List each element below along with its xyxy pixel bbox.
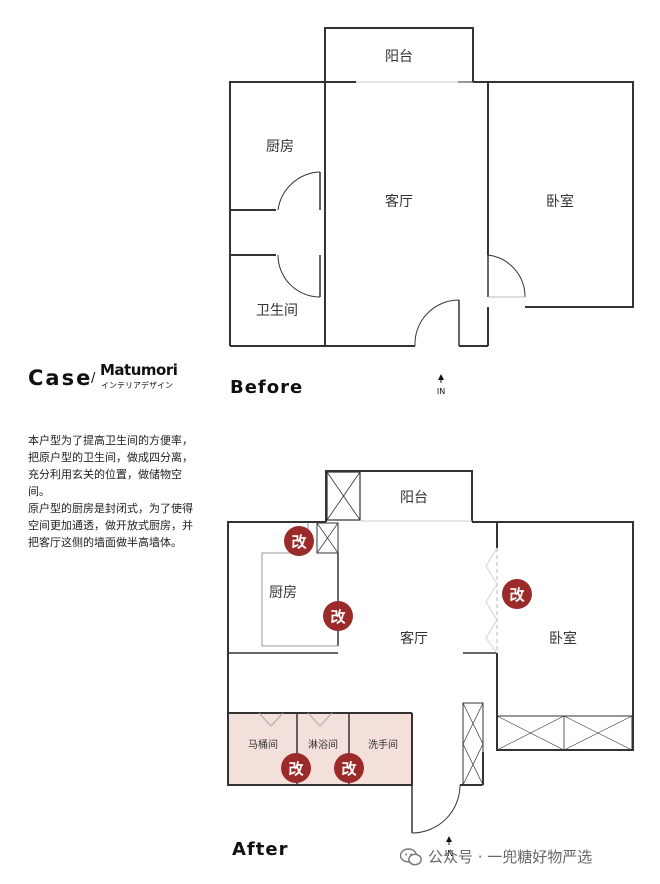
after-wardrobe-cross [496, 715, 565, 751]
change-badge-circle [334, 753, 364, 783]
after-entrance-door-swing [411, 784, 461, 834]
description-paragraph: 原户型的厨房是封闭式，为了使得空间更加通透，做开放式厨房，并把客厅这侧的墙面做半… [28, 502, 193, 549]
before-kitchen-label: 厨房 [266, 139, 294, 155]
before-kitchen-door-swing [277, 171, 321, 211]
after-entrance-arrow-icon [446, 836, 452, 842]
after-entrance-marker: IN [445, 836, 453, 858]
before-bedroom-label: 卧室 [546, 193, 574, 210]
change-badge-text: 改 [330, 608, 346, 626]
before-balcony-label: 阳台 [385, 49, 413, 65]
after-toilet-door [258, 712, 284, 727]
change-badge: 改 [502, 579, 532, 609]
before-balcony-wall [324, 27, 474, 82]
change-badge: 改 [284, 526, 314, 556]
change-badge: 改 [334, 753, 364, 783]
watermark: 公众号 · 一兜糖好物严选 [400, 846, 592, 867]
after-kitchen-label: 厨房 [269, 585, 297, 601]
after-wet-area [228, 713, 412, 785]
before-bathroom-label: 卫生间 [256, 303, 298, 319]
before-plan [229, 27, 634, 347]
after-balcony-storage [326, 471, 361, 521]
wechat-icon [400, 847, 422, 865]
after-room-labels: 阳台 厨房 客厅 卧室 马桶间 淋浴间 洗手间 [248, 490, 577, 751]
before-entrance-arrow-icon [438, 374, 444, 380]
after-washroom-label: 洗手间 [368, 738, 398, 751]
description: 本户型为了提高卫生间的方便率，把原户型的卫生间，做成四分离，充分利用玄关的位置，… [28, 432, 200, 551]
watermark-text: 公众号 · 一兜糖好物严选 [428, 848, 593, 866]
after-plan [227, 470, 634, 834]
change-badge-text: 改 [509, 586, 525, 604]
before-living-label: 客厅 [385, 193, 413, 210]
description-paragraph: 本户型为了提高卫生间的方便率，把原户型的卫生间，做成四分离，充分利用玄关的位置，… [28, 434, 193, 498]
change-badge-circle [284, 526, 314, 556]
change-badge: 改 [323, 601, 353, 631]
before-entrance-marker: IN [437, 374, 445, 396]
after-bedroom-wardrobe [496, 715, 633, 751]
after-kitchen-counter [261, 552, 338, 647]
after-entrance-label: IN [445, 849, 453, 858]
change-badge-text: 改 [288, 760, 304, 778]
change-badge-circle [323, 601, 353, 631]
before-bedroom-wall [473, 81, 634, 308]
before-label: Before [230, 377, 303, 398]
change-badges: 改 改 改 改 改 [281, 526, 532, 783]
after-wardrobe-cross [563, 715, 633, 751]
after-kitchen-storage-cross [316, 522, 339, 554]
after-toilet-label: 马桶间 [248, 738, 278, 751]
before-entrance-label: IN [437, 387, 445, 396]
after-shower-label: 淋浴间 [308, 738, 338, 751]
change-badge-text: 改 [291, 533, 307, 551]
before-bedroom-door-swing [487, 254, 526, 298]
after-west-wall [227, 521, 413, 786]
change-badge-text: 改 [341, 760, 357, 778]
after-bedroom-label: 卧室 [549, 630, 577, 647]
after-bedroom-glass-door [485, 547, 498, 654]
after-balcony-storage-cross [326, 471, 361, 521]
before-west-wall [229, 81, 325, 346]
after-entry-storage [462, 702, 484, 786]
after-shower-door [307, 712, 333, 727]
brand-subtitle: インテリアデザイン [101, 381, 173, 390]
before-room-labels: 阳台 厨房 客厅 卧室 卫生间 [256, 49, 574, 319]
after-label: After [232, 839, 288, 860]
case-title: Case [28, 366, 93, 390]
before-bath-door-swing [277, 254, 321, 298]
change-badge-circle [281, 753, 311, 783]
brand-name: Matumori [100, 361, 178, 379]
after-living-label: 客厅 [400, 630, 428, 647]
after-entry-storage-cross [462, 702, 484, 745]
after-balcony-wall [325, 470, 473, 522]
after-entry-storage-cross [462, 743, 484, 786]
after-balcony-label: 阳台 [400, 490, 428, 506]
case-slash: / [91, 371, 96, 386]
before-entrance-door-swing [414, 299, 460, 347]
change-badge: 改 [281, 753, 311, 783]
change-badge-circle [502, 579, 532, 609]
after-kitchen-storage [316, 522, 339, 554]
